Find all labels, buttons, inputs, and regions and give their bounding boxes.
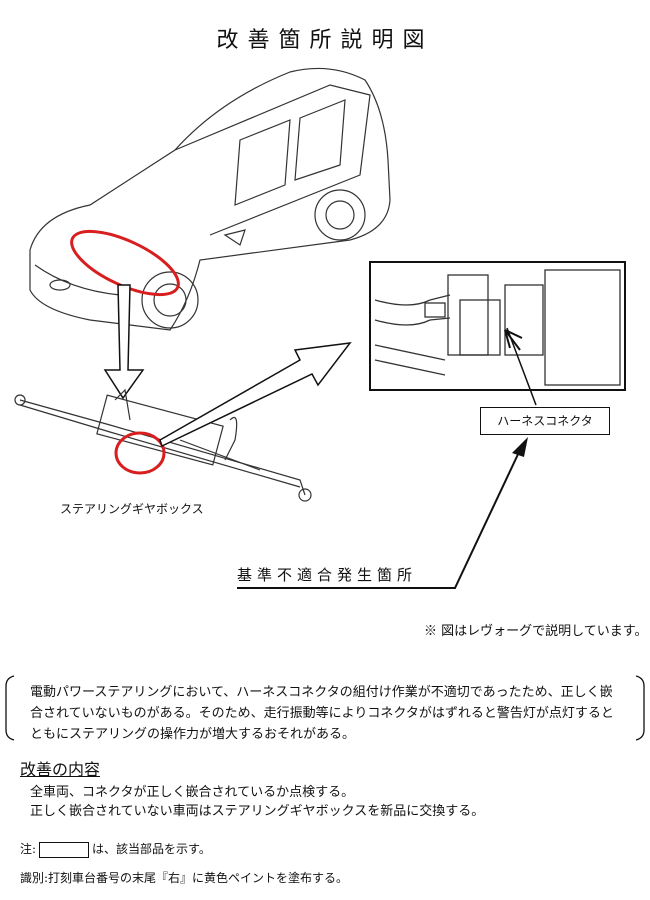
note-prefix: 注: bbox=[20, 842, 37, 856]
leader-line bbox=[506, 327, 537, 406]
defect-leader-line bbox=[237, 449, 521, 589]
improvement-heading: 改善の内容 bbox=[20, 760, 101, 779]
connector-inset-image bbox=[369, 261, 626, 391]
diagonal-arrow-icon bbox=[159, 342, 352, 448]
arrowhead-icon bbox=[512, 437, 528, 457]
highlight-ellipse-connector bbox=[114, 431, 166, 475]
identification-note: 識別:打刻車台番号の末尾『右』に黄色ペイントを塗布する。 bbox=[20, 871, 349, 885]
steering-gearbox-illustration bbox=[14, 388, 312, 502]
defect-location-label: 基準不適合発生箇所 bbox=[237, 566, 418, 584]
diagram-illustration bbox=[14, 67, 626, 589]
defect-description: 電動パワーステアリングにおいて、ハーネスコネクタの組付け作業が不適切であったため… bbox=[30, 685, 614, 742]
page-title: 改善箇所説明図 bbox=[216, 28, 434, 53]
car-illustration bbox=[29, 67, 391, 331]
legend-note: 注: は、該当部品を示す。 bbox=[20, 840, 211, 858]
improvement-line: 正しく嵌合されていない車両はステアリングギヤボックスを新品に交換する。 bbox=[30, 804, 485, 819]
improvement-line: 全車両、コネクタが正しく嵌合されているか点検する。 bbox=[30, 785, 355, 800]
harness-connector-label: ハーネスコネクタ bbox=[480, 407, 610, 435]
illustration-note: ※ 図はレヴォーグで説明しています。 bbox=[424, 624, 648, 639]
note-suffix: は、該当部品を示す。 bbox=[92, 842, 211, 856]
steering-gearbox-label: ステアリングギヤボックス bbox=[60, 502, 204, 516]
legend-box bbox=[39, 841, 90, 858]
down-arrow-icon bbox=[103, 284, 145, 400]
highlight-ellipse-hood bbox=[70, 229, 180, 297]
